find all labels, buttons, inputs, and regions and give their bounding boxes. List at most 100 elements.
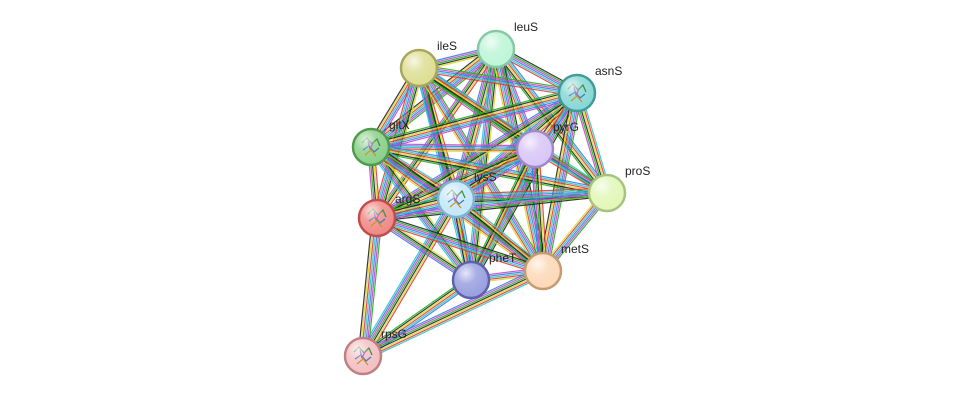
edge-line: [369, 87, 576, 143]
node-gltX[interactable]: gltX: [351, 118, 410, 167]
edge-line: [538, 148, 548, 271]
edge-line: [363, 218, 380, 357]
node-metS[interactable]: metS: [523, 242, 589, 291]
edge-pyrG-metS[interactable]: [530, 148, 548, 272]
edge-line: [363, 199, 458, 358]
edge-line: [361, 277, 470, 355]
node-highlight: [479, 32, 513, 66]
edge-line: [471, 149, 537, 281]
edge-ileS-asnS[interactable]: [418, 64, 578, 97]
edge-line: [415, 71, 533, 154]
edge-line: [418, 70, 577, 97]
node-label-lysS: lysS: [474, 170, 497, 184]
edge-line: [378, 213, 545, 268]
node-layer: leuS ileS asnS gltX pyrG proS lysS argS pheT metS…: [343, 20, 650, 376]
node-label-metS: metS: [561, 242, 589, 256]
edge-line: [359, 197, 454, 355]
edge-line: [366, 201, 461, 359]
edge-line: [362, 269, 543, 356]
edge-line: [359, 217, 375, 356]
node-highlight: [526, 254, 560, 288]
edge-gltX-pyrG[interactable]: [370, 143, 536, 153]
edge-line: [360, 217, 377, 356]
edge-line: [492, 51, 605, 196]
edge-line: [376, 218, 543, 273]
edge-line: [375, 221, 542, 276]
edge-line: [362, 217, 378, 357]
edge-line: [370, 48, 497, 148]
edge-line: [473, 150, 539, 282]
edge-line: [361, 197, 456, 356]
edge-line: [377, 195, 608, 222]
edge-line: [362, 270, 544, 357]
edge-line: [371, 49, 498, 149]
edge-line: [372, 97, 579, 153]
edge-line: [360, 276, 470, 354]
edge-line: [374, 89, 576, 216]
edge-line: [419, 64, 578, 91]
node-ileS[interactable]: ileS: [399, 39, 457, 88]
edge-line: [360, 266, 542, 353]
node-label-asnS: asnS: [595, 64, 622, 78]
node-highlight: [360, 201, 394, 235]
edge-asnS-gltX[interactable]: [369, 87, 579, 153]
node-asnS[interactable]: asnS: [557, 64, 622, 113]
node-label-proS: proS: [625, 164, 650, 178]
node-label-pheT: pheT: [489, 251, 517, 265]
edge-line: [371, 144, 536, 149]
node-rpsG[interactable]: rpsG: [343, 327, 407, 376]
edge-line: [376, 219, 543, 274]
node-highlight: [454, 263, 488, 297]
edge-line: [377, 215, 544, 270]
node-highlight: [518, 132, 552, 166]
node-highlight: [439, 182, 473, 216]
edge-line: [530, 149, 540, 272]
edge-line: [365, 200, 460, 358]
node-pheT[interactable]: pheT: [451, 251, 517, 300]
edge-line: [357, 217, 373, 356]
edge-line: [363, 271, 544, 358]
edge-line: [375, 91, 577, 218]
edge-pyrG-pheT[interactable]: [467, 147, 539, 282]
edge-line: [371, 142, 608, 190]
node-label-ileS: ileS: [437, 39, 457, 53]
edge-line: [370, 147, 535, 152]
edge-line: [365, 218, 381, 357]
node-highlight: [346, 339, 380, 373]
edge-line: [364, 274, 546, 361]
edge-line: [536, 148, 546, 271]
edge-line: [370, 90, 577, 147]
edge-line: [455, 187, 607, 195]
edge-line: [370, 89, 577, 145]
edge-argS-metS[interactable]: [375, 213, 545, 276]
edge-metS-rpsG[interactable]: [360, 266, 546, 361]
edge-line: [493, 50, 606, 195]
edge-argS-rpsG[interactable]: [357, 217, 383, 357]
edge-line: [362, 198, 457, 357]
edge-line: [467, 147, 533, 279]
edge-line: [367, 149, 469, 283]
node-highlight: [354, 130, 388, 164]
edge-line: [540, 92, 577, 271]
node-label-leuS: leuS: [514, 20, 538, 34]
edge-line: [370, 146, 536, 150]
edge-line: [362, 278, 471, 356]
edge-line: [374, 144, 534, 215]
edge-line: [535, 148, 545, 271]
node-pyrG[interactable]: pyrG: [515, 120, 579, 169]
edge-line: [361, 267, 542, 354]
node-leuS[interactable]: leuS: [476, 20, 538, 69]
edge-line: [364, 273, 545, 360]
edge-lysS-rpsG[interactable]: [358, 196, 461, 359]
node-highlight: [590, 176, 624, 210]
edge-line: [418, 67, 578, 94]
edge-line: [470, 148, 536, 281]
node-lysS[interactable]: lysS: [436, 170, 497, 219]
edge-line: [358, 196, 453, 354]
node-argS[interactable]: argS: [357, 192, 420, 238]
edge-line: [371, 95, 578, 151]
node-proS[interactable]: proS: [587, 164, 650, 213]
edge-line: [367, 218, 383, 357]
edge-line: [419, 65, 578, 93]
